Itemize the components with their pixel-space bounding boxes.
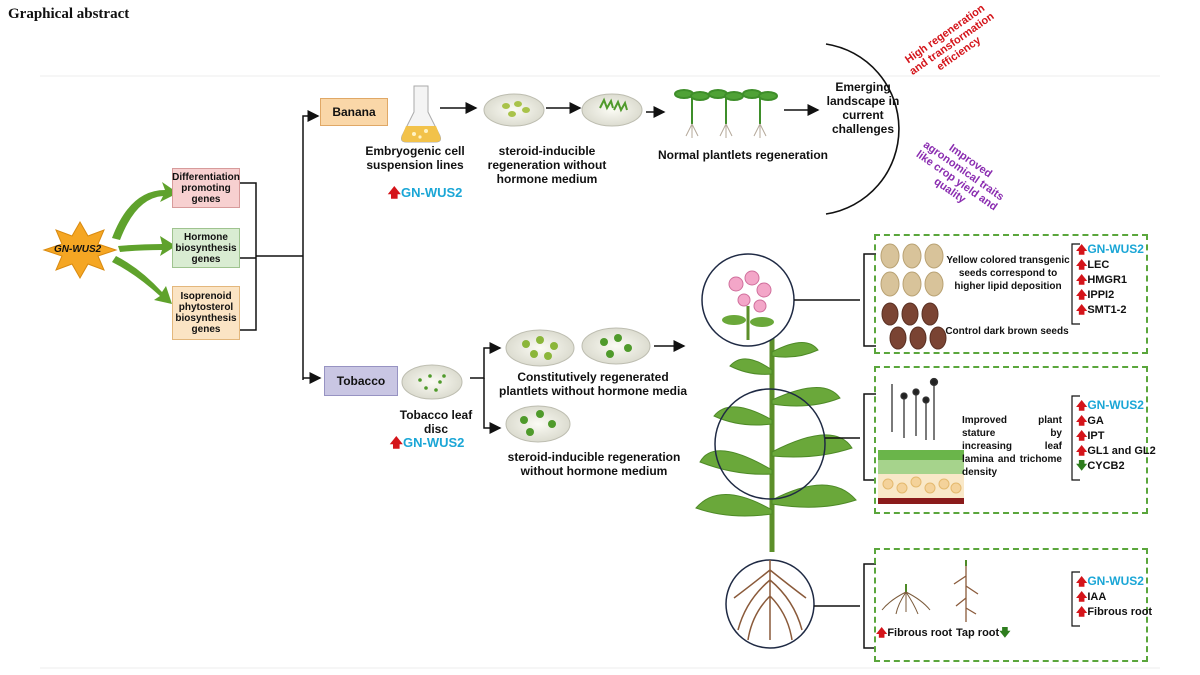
- challenges-center-label: Emerging landscape in current challenges: [826, 80, 900, 136]
- leaf-result-box: [874, 366, 1148, 514]
- yellow-seed-icons: [880, 243, 944, 297]
- leaf-cross-section-icon: [878, 450, 964, 504]
- marker-name: GN-WUS2: [1087, 242, 1144, 256]
- up-arrow-icon: 🡅: [876, 627, 888, 639]
- up-arrow-icon: 🡅: [389, 435, 403, 450]
- yellow-seeds-text: Yellow colored transgenic seeds correspo…: [946, 255, 1070, 292]
- page-title: Graphical abstract: [8, 6, 130, 22]
- challenges-arc: [825, 43, 900, 215]
- marker-item: 🡅GN-WUS2: [1076, 574, 1152, 590]
- tobacco-gene-label: 🡅GN-WUS2: [382, 436, 472, 450]
- marker-item: 🡅Fibrous root: [1076, 605, 1152, 620]
- flask-icon: [401, 85, 441, 143]
- up-arrow-icon: 🡅: [1076, 415, 1088, 427]
- tap-root-label: Tap root🡇: [956, 624, 1011, 643]
- marker-item: 🡅IAA: [1076, 590, 1152, 605]
- banana-box: Banana: [320, 98, 388, 126]
- leaf-marker-list: 🡅GN-WUS2 🡅GA 🡅IPT 🡅GL1 and GL2 🡇CYCB2: [1076, 398, 1156, 474]
- tap-root-text: Tap root: [956, 627, 1000, 639]
- isoprenoid-genes-box: Isoprenoid phytosterol biosynthesis gene…: [172, 286, 240, 340]
- tobacco-box: Tobacco: [324, 366, 398, 396]
- up-arrow-icon: 🡅: [1076, 445, 1088, 457]
- seed-marker-list: 🡅GN-WUS2 🡅LEC 🡅HMGR1 🡅IPPI2 🡅SMT1-2: [1076, 242, 1144, 318]
- marker-name: CYCB2: [1087, 460, 1125, 472]
- star-label: GN-WUS2: [54, 244, 102, 255]
- petri-dish-icon: [483, 93, 545, 127]
- leaf-detail-circle: [714, 388, 826, 500]
- marker-name: HMGR1: [1087, 274, 1128, 286]
- control-seeds-text: Control dark brown seeds: [945, 326, 1069, 337]
- fibrous-root-icon: [881, 584, 931, 615]
- down-arrow-icon: 🡇: [999, 627, 1011, 639]
- up-arrow-icon: 🡅: [1076, 259, 1088, 271]
- gn-wus2-star: [42, 220, 118, 280]
- tobacco-steroid-label: steroid-inducible regeneration without h…: [507, 450, 681, 478]
- gene-name: GN-WUS2: [402, 435, 465, 450]
- seed-result-box: [874, 234, 1148, 354]
- petri-dish-icon: [505, 405, 571, 443]
- hormone-genes-box: Hormone biosynthesis genes: [172, 228, 240, 268]
- marker-name: GA: [1087, 415, 1104, 427]
- marker-name: Fibrous root: [1087, 606, 1153, 618]
- up-arrow-icon: 🡅: [1076, 244, 1088, 256]
- normal-plantlets-label: Normal plantlets regeneration: [657, 148, 829, 162]
- fibrous-root-label: 🡅Fibrous root: [876, 624, 952, 643]
- marker-item: 🡇CYCB2: [1076, 459, 1156, 474]
- marker-name: SMT1-2: [1087, 304, 1127, 316]
- leaf-improvement-text: Improved plant stature by increasing lea…: [962, 415, 1062, 478]
- marker-item: 🡅GN-WUS2: [1076, 242, 1144, 258]
- brown-seed-icons: [881, 302, 947, 350]
- fibrous-root-text: Fibrous root: [887, 627, 953, 639]
- up-arrow-icon: 🡅: [1076, 576, 1088, 588]
- root-detail-circle: [725, 559, 815, 649]
- root-result-box: [874, 548, 1148, 662]
- marker-item: 🡅SMT1-2: [1076, 303, 1144, 318]
- down-arrow-icon: 🡇: [1076, 460, 1088, 472]
- marker-name: GN-WUS2: [1087, 398, 1144, 412]
- marker-item: 🡅IPT: [1076, 429, 1156, 444]
- root-marker-list: 🡅GN-WUS2 🡅IAA 🡅Fibrous root: [1076, 574, 1152, 620]
- banana-gene-label: 🡅GN-WUS2: [380, 186, 470, 200]
- differentiation-genes-box: Differentiation promoting genes: [172, 168, 240, 208]
- embryogenic-lines-label: Embryogenic cell suspension lines: [365, 144, 465, 172]
- up-arrow-icon: 🡅: [1076, 430, 1088, 442]
- marker-name: LEC: [1087, 259, 1110, 271]
- up-arrow-icon: 🡅: [1076, 289, 1088, 301]
- marker-name: IAA: [1087, 591, 1107, 603]
- flower-detail-circle: [701, 253, 795, 347]
- steroid-regeneration-label: steroid-inducible regeneration without h…: [487, 144, 607, 186]
- marker-item: 🡅GN-WUS2: [1076, 398, 1156, 414]
- up-arrow-icon: 🡅: [1076, 400, 1088, 412]
- marker-item: 🡅GA: [1076, 414, 1156, 429]
- petri-dish-icon: [401, 364, 463, 400]
- gene-name: GN-WUS2: [400, 185, 463, 200]
- petri-dish-icon: [505, 329, 575, 367]
- marker-name: GL1 and GL2: [1087, 445, 1156, 457]
- up-arrow-icon: 🡅: [1076, 591, 1088, 603]
- marker-item: 🡅GL1 and GL2: [1076, 444, 1156, 459]
- marker-item: 🡅HMGR1: [1076, 273, 1144, 288]
- up-arrow-icon: 🡅: [387, 185, 401, 200]
- marker-name: GN-WUS2: [1087, 574, 1144, 588]
- trichome-icons: [891, 377, 939, 440]
- marker-item: 🡅LEC: [1076, 258, 1144, 273]
- plantlet-icons: [674, 89, 778, 138]
- tap-root-icon: [953, 560, 979, 622]
- green-arrow-icons: [112, 182, 178, 304]
- tobacco-plant-icon: [695, 300, 857, 552]
- marker-item: 🡅IPPI2: [1076, 288, 1144, 303]
- marker-name: IPPI2: [1087, 289, 1115, 301]
- petri-dish-icon: [581, 327, 651, 365]
- up-arrow-icon: 🡅: [1076, 304, 1088, 316]
- petri-dish-icon: [581, 93, 643, 127]
- up-arrow-icon: 🡅: [1076, 606, 1088, 618]
- leaf-disc-label: Tobacco leaf disc: [399, 408, 473, 436]
- up-arrow-icon: 🡅: [1076, 274, 1088, 286]
- marker-name: IPT: [1087, 430, 1105, 442]
- constitutive-regeneration-label: Constitutively regenerated plantlets wit…: [498, 370, 687, 398]
